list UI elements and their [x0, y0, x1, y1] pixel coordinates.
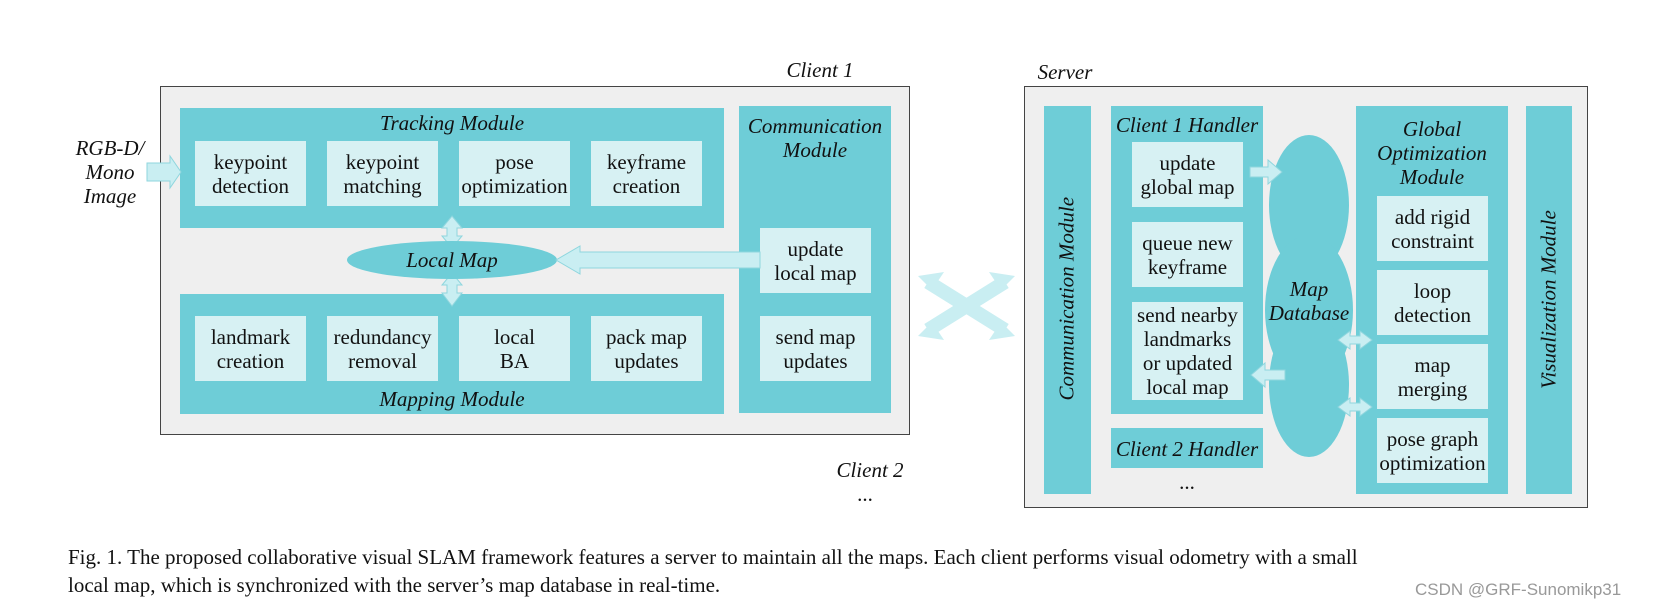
figure-caption-line1: Fig. 1. The proposed collaborative visua… [68, 545, 1358, 569]
pose-optimization-box: pose optimization [459, 141, 570, 206]
input-label: RGB-D/ Mono Image [75, 136, 145, 208]
landmark-creation-box: landmark creation [195, 316, 306, 381]
client2-title: Client 2 [836, 458, 904, 482]
add-rigid-constraint-box: add rigid constraint [1377, 196, 1488, 261]
keypoint-detection-box: keypoint detection [195, 141, 306, 206]
queue-new-keyframe-box: queue new keyframe [1132, 222, 1243, 287]
mapping-module-title: Mapping Module [379, 387, 525, 411]
local-map-ellipse [347, 241, 557, 279]
keypoint-matching-box: keypoint matching [327, 141, 438, 206]
server-communication-module [1044, 106, 1091, 494]
update-local-map-box: update local map [760, 228, 871, 293]
client2-handler [1111, 428, 1263, 468]
input-arrow [146, 154, 182, 190]
client1-handler-title: Client 1 Handler [1115, 113, 1259, 137]
db-to-handler-arrow [1250, 361, 1286, 389]
loop-detection-box: loop detection [1377, 270, 1488, 335]
local-map-label: Local Map [406, 248, 498, 272]
db-globalopt-arrow-1 [1337, 330, 1373, 350]
db-globalopt-arrow-2 [1337, 397, 1373, 417]
map-merging-box: map merging [1377, 344, 1488, 409]
global-optimization-module-title: Global Optimization Module [1377, 117, 1487, 189]
client1-title: Client 1 [786, 58, 854, 82]
pose-graph-optimization-box: pose graph optimization [1377, 418, 1488, 483]
map-database-shape [1265, 135, 1353, 457]
visualization-module [1526, 106, 1572, 494]
figure-caption-line2: local map, which is synchronized with th… [68, 573, 721, 597]
client2-handler-title: Client 2 Handler [1115, 437, 1259, 461]
keyframe-creation-box: keyframe creation [591, 141, 702, 206]
client-communication-module-title: Communication Module [747, 114, 883, 162]
tracking-module-title: Tracking Module [379, 111, 525, 135]
send-nearby-landmarks-box: send nearby landmarks or updated local m… [1132, 302, 1243, 400]
watermark: CSDN @GRF-Sunomikp31 [1415, 580, 1622, 599]
pack-map-updates-box: pack map updates [591, 316, 702, 381]
update-local-map-arrow [555, 245, 761, 275]
client2-ellipsis: ... [857, 482, 873, 506]
send-map-updates-box: send map updates [760, 316, 871, 381]
map-database-label: Map Database [1268, 277, 1350, 325]
server-title: Server [1037, 60, 1093, 84]
update-global-map-box: update global map [1132, 142, 1243, 207]
client-server-cross-arrows [918, 272, 1015, 340]
local-ba-box: local BA [459, 316, 570, 381]
redundancy-removal-box: redundancy removal [327, 316, 438, 381]
client2-handler-ellipsis: ... [1179, 470, 1195, 494]
localmap-mapping-arrow [440, 272, 464, 307]
handler-to-db-arrow [1249, 158, 1283, 186]
